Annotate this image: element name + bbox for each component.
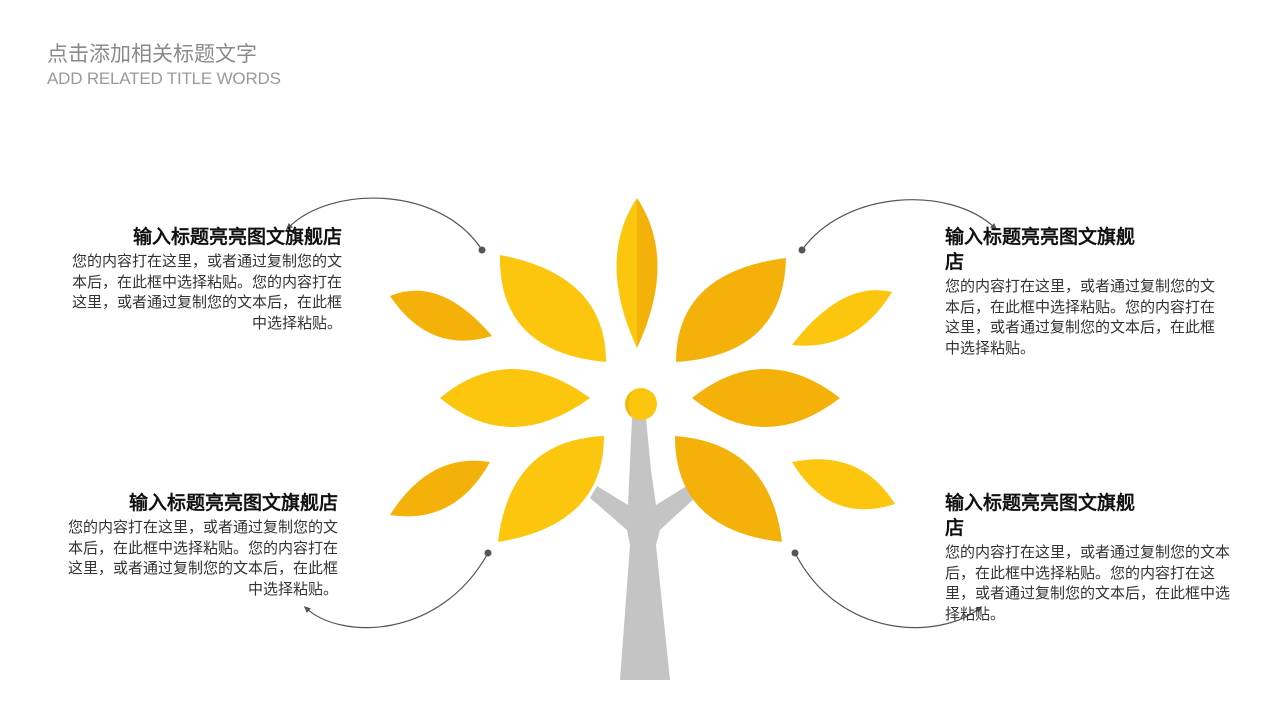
text-block-top-right: 输入标题亮亮图文旗舰店 您的内容打在这里，或者通过复制您的文本后，在此框中选择粘… — [945, 225, 1215, 358]
connector-dot — [478, 246, 486, 254]
block-body[interactable]: 您的内容打在这里，或者通过复制您的文本后，在此框中选择粘贴。您的内容打在这里，或… — [945, 543, 1231, 623]
connector-dot — [791, 549, 799, 557]
connector-lines — [285, 197, 998, 629]
leaf-outer-upper-right — [792, 290, 892, 346]
text-block-top-left: 输入标题亮亮图文旗舰店 您的内容打在这里，或者通过复制您的文本后，在此框中选择粘… — [66, 225, 342, 333]
tree-trunk — [590, 418, 697, 680]
leaf-middle-left — [440, 369, 590, 427]
connector-bottom-right — [794, 552, 983, 629]
slide-subtitle[interactable]: ADD RELATED TITLE WORDS — [47, 69, 281, 88]
connector-top-left — [285, 197, 483, 251]
block-body[interactable]: 您的内容打在这里，或者通过复制您的文本后，在此框中选择粘贴。您的内容打在这里，或… — [71, 252, 342, 332]
tree-leaves — [390, 198, 895, 542]
block-title[interactable]: 输入标题亮亮图文旗舰店 — [132, 226, 342, 248]
leaf-top-center — [616, 198, 637, 348]
leaf-outer-lower-right — [792, 459, 895, 510]
block-body[interactable]: 您的内容打在这里，或者通过复制您的文本后，在此框中选择粘贴。您的内容打在这里，或… — [67, 518, 338, 598]
tree-center-dot-shade — [625, 391, 633, 418]
leaf-lower-left — [498, 436, 604, 542]
connector-dot — [798, 246, 806, 254]
connector-top-right — [801, 199, 998, 251]
leaf-outer-upper-left — [390, 290, 492, 341]
leaf-outer-lower-left — [390, 460, 490, 517]
text-block-bottom-right: 输入标题亮亮图文旗舰店 您的内容打在这里，或者通过复制您的文本后，在此框中选择粘… — [945, 491, 1230, 624]
slide-title[interactable]: 点击添加相关标题文字 — [47, 42, 257, 66]
connector-dot — [484, 549, 492, 557]
leaf-lower-right — [675, 436, 782, 542]
leaf-middle-right — [692, 369, 840, 427]
text-block-bottom-left: 输入标题亮亮图文旗舰店 您的内容打在这里，或者通过复制您的文本后，在此框中选择粘… — [62, 491, 338, 599]
block-title[interactable]: 输入标题亮亮图文旗舰店 — [945, 226, 1136, 273]
leaf-top-center — [637, 198, 658, 348]
block-title[interactable]: 输入标题亮亮图文旗舰店 — [128, 492, 338, 514]
block-title[interactable]: 输入标题亮亮图文旗舰店 — [945, 492, 1136, 539]
tree-center-dot — [625, 388, 657, 420]
leaf-upper-left — [499, 255, 606, 362]
connector-bottom-left — [303, 552, 489, 629]
leaf-upper-right — [676, 258, 786, 362]
block-body[interactable]: 您的内容打在这里，或者通过复制您的文本后，在此框中选择粘贴。您的内容打在这里，或… — [945, 277, 1216, 357]
slide-title-block: 点击添加相关标题文字 ADD RELATED TITLE WORDS — [47, 40, 281, 90]
